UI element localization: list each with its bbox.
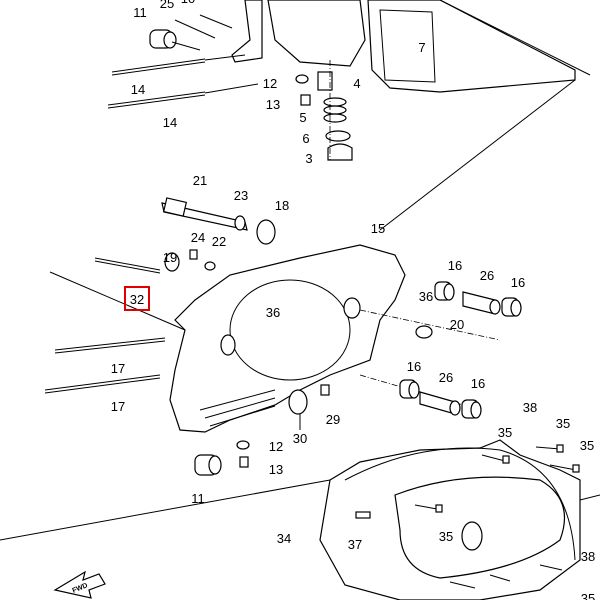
callout-35[interactable]: 35 [498,425,512,440]
callout-23[interactable]: 23 [234,188,248,203]
callout-14[interactable]: 14 [163,115,177,130]
bottom-small-parts [194,440,250,476]
callout-32[interactable]: 32 [130,292,144,307]
fwd-arrow-icon: FWD [53,570,106,599]
callout-13[interactable]: 13 [266,97,280,112]
callout-25[interactable]: 25 [160,0,174,11]
callout-35[interactable]: 35 [439,529,453,544]
callout-29[interactable]: 29 [326,412,340,427]
callout-labels: 11 25 10 14 14 12 13 4 7 5 6 3 21 23 18 … [111,0,595,600]
callout-38[interactable]: 38 [581,549,595,564]
callout-15[interactable]: 15 [371,221,385,236]
callout-37[interactable]: 37 [348,537,362,552]
callout-6[interactable]: 6 [302,131,309,146]
stud-bolts-17 [44,271,186,394]
bushes-16-26 [288,281,522,419]
shaft-and-bearings [94,197,276,274]
callout-7[interactable]: 7 [418,40,425,55]
callout-35[interactable]: 35 [580,438,594,453]
callout-26[interactable]: 26 [480,268,494,283]
callout-30[interactable]: 30 [293,431,307,446]
stud-bolts-14 [107,54,259,109]
upper-case-drawing [231,0,591,231]
callout-13[interactable]: 13 [269,462,283,477]
small-parts-top [295,60,353,161]
callout-16[interactable]: 16 [448,258,462,273]
callout-24[interactable]: 24 [191,230,205,245]
callout-10[interactable]: 10 [181,0,195,6]
callout-26[interactable]: 26 [439,370,453,385]
callout-5[interactable]: 5 [299,110,306,125]
bolts-35 [414,444,580,589]
callout-11[interactable]: 11 [133,5,147,20]
callout-17[interactable]: 17 [111,399,125,414]
callout-12[interactable]: 12 [263,76,277,91]
callout-4[interactable]: 4 [353,76,360,91]
callout-22[interactable]: 22 [212,234,226,249]
callout-34[interactable]: 34 [277,531,291,546]
crankcase-15 [169,244,501,433]
callout-12[interactable]: 12 [269,439,283,454]
callout-18[interactable]: 18 [275,198,289,213]
crankcase-cover-34 [0,439,600,600]
callout-21[interactable]: 21 [193,173,207,188]
bush-11-top [149,14,233,51]
callout-16[interactable]: 16 [511,275,525,290]
callout-14[interactable]: 14 [131,82,145,97]
callout-16[interactable]: 16 [407,359,421,374]
callout-19[interactable]: 19 [163,250,177,265]
highlight-box-32 [124,286,150,311]
callout-35[interactable]: 35 [556,416,570,431]
callout-11[interactable]: 11 [191,491,205,506]
callout-3[interactable]: 3 [305,151,312,166]
callout-16[interactable]: 16 [471,376,485,391]
callout-20[interactable]: 20 [450,317,464,332]
callout-17[interactable]: 17 [111,361,125,376]
callout-38[interactable]: 38 [523,400,537,415]
callout-36[interactable]: 36 [266,305,280,320]
callout-36[interactable]: 36 [419,289,433,304]
callout-35[interactable]: 35 [581,591,595,600]
